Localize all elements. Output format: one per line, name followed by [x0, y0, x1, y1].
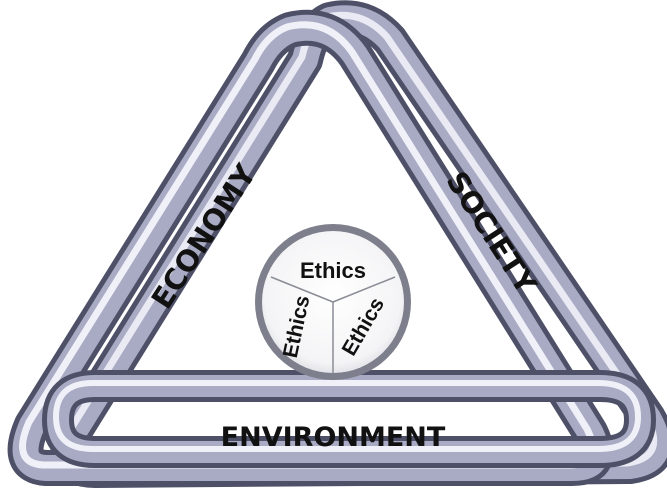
ethics-top-label: Ethics: [300, 258, 366, 283]
tube-loop-environment: [42, 370, 656, 468]
ethics-circle: Ethics Ethics Ethics: [255, 224, 411, 380]
ethics-divider-left: [270, 276, 334, 303]
environment-label: ENVIRONMENT: [221, 422, 446, 453]
ethics-divider-right: [332, 276, 396, 303]
